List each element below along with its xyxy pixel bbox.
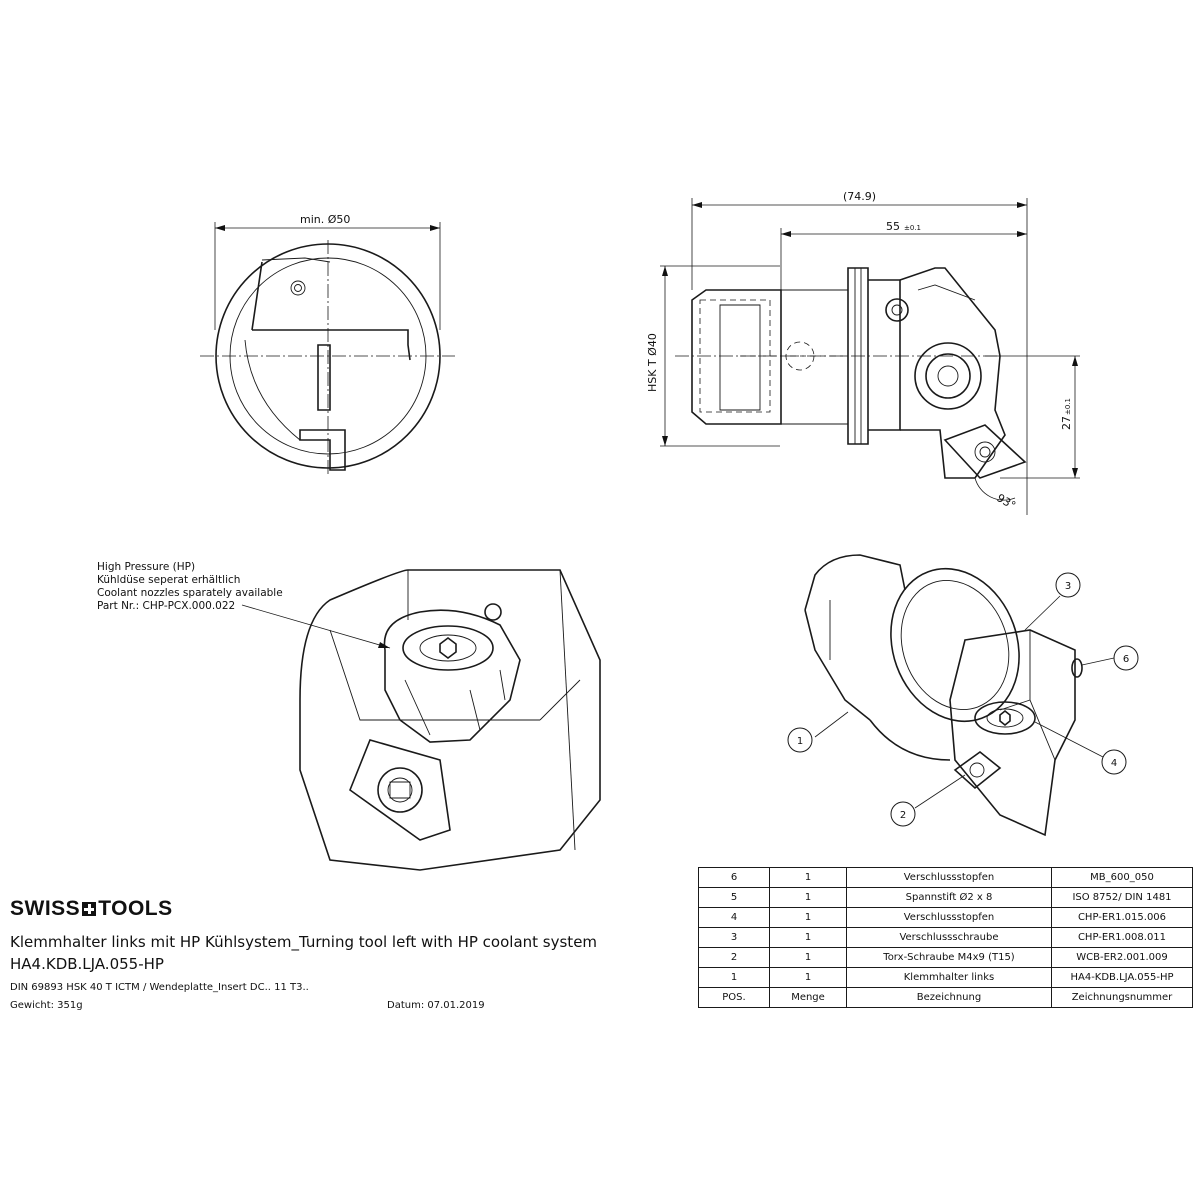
brand-right: TOOLS bbox=[98, 897, 173, 920]
article-number: HA4.KDB.LJA.055-HP bbox=[10, 955, 164, 973]
header-number: Zeichnungsnummer bbox=[1051, 987, 1193, 1008]
balloon-6: 6 bbox=[1123, 654, 1129, 665]
qty-cell: 1 bbox=[769, 927, 847, 948]
annotation-line1: High Pressure (HP) bbox=[97, 561, 195, 573]
balloon-3: 3 bbox=[1065, 581, 1071, 592]
pos-cell: 5 bbox=[698, 887, 770, 908]
name-cell: Verschlussstopfen bbox=[846, 867, 1052, 888]
table-row: 3 1 Verschlussschraube CHP-ER1.008.011 bbox=[698, 927, 1193, 948]
annotation-line2: Kühldüse seperat erhältlich bbox=[97, 574, 240, 586]
side-view: (74.9) 55 ±0.1 HSK T Ø40 27 ±0.1 bbox=[646, 190, 1080, 515]
table-row: 6 1 Verschlussstopfen MB_600_050 bbox=[698, 867, 1193, 888]
detail-view: High Pressure (HP) Kühldüse seperat erhä… bbox=[97, 561, 601, 871]
annotation-line3: Coolant nozzles sparately available bbox=[97, 587, 283, 599]
name-cell: Verschlussschraube bbox=[846, 927, 1052, 948]
name-cell: Torx-Schraube M4x9 (T15) bbox=[846, 947, 1052, 968]
weight: Gewicht: 351g bbox=[10, 1000, 83, 1011]
brand-left: SWISS bbox=[10, 897, 81, 920]
dim-length-total: (74.9) bbox=[843, 190, 876, 203]
header-name: Bezeichnung bbox=[846, 987, 1052, 1008]
dim-length-55: 55 bbox=[886, 220, 900, 233]
header-qty: Menge bbox=[769, 987, 847, 1008]
date: Datum: 07.01.2019 bbox=[387, 1000, 485, 1011]
balloon-2: 2 bbox=[900, 810, 906, 821]
table-row: 4 1 Verschlussstopfen CHP-ER1.015.006 bbox=[698, 907, 1193, 928]
brand-logo: SWISS TOOLS bbox=[10, 897, 173, 921]
qty-cell: 1 bbox=[769, 967, 847, 988]
table-row: 1 1 Klemmhalter links HA4-KDB.LJA.055-HP bbox=[698, 967, 1193, 988]
name-cell: Klemmhalter links bbox=[846, 967, 1052, 988]
dim-offset-27-tol: ±0.1 bbox=[1064, 398, 1072, 415]
dim-hsk: HSK T Ø40 bbox=[646, 333, 659, 392]
spec-line: DIN 69893 HSK 40 T ICTM / Wendeplatte_In… bbox=[10, 982, 309, 993]
drawing-title: Klemmhalter links mit HP Kühlsystem_Turn… bbox=[10, 933, 598, 951]
number-cell: MB_600_050 bbox=[1051, 867, 1193, 888]
isometric-view: 1 2 3 4 6 bbox=[787, 554, 1139, 837]
number-cell: CHP-ER1.008.011 bbox=[1051, 927, 1193, 948]
dim-angle: 93° bbox=[995, 491, 1018, 512]
qty-cell: 1 bbox=[769, 947, 847, 968]
table-row: 2 1 Torx-Schraube M4x9 (T15) WCB-ER2.001… bbox=[698, 947, 1193, 968]
qty-cell: 1 bbox=[769, 887, 847, 908]
annotation-line4: Part Nr.: CHP-PCX.000.022 bbox=[97, 600, 235, 612]
header-pos: POS. bbox=[698, 987, 770, 1008]
pos-cell: 4 bbox=[698, 907, 770, 928]
name-cell: Verschlussstopfen bbox=[846, 907, 1052, 928]
pos-cell: 1 bbox=[698, 967, 770, 988]
front-view: min. Ø50 bbox=[200, 213, 455, 475]
dim-length-55-tol: ±0.1 bbox=[904, 224, 921, 232]
table-header-row: POS. Menge Bezeichnung Zeichnungsnummer bbox=[698, 987, 1193, 1008]
qty-cell: 1 bbox=[769, 867, 847, 888]
qty-cell: 1 bbox=[769, 907, 847, 928]
balloon-4: 4 bbox=[1111, 758, 1117, 769]
number-cell: ISO 8752/ DIN 1481 bbox=[1051, 887, 1193, 908]
swiss-cross-icon bbox=[82, 902, 97, 916]
number-cell: CHP-ER1.015.006 bbox=[1051, 907, 1193, 928]
table-row: 5 1 Spannstift Ø2 x 8 ISO 8752/ DIN 1481 bbox=[698, 887, 1193, 908]
dim-offset-27: 27 bbox=[1060, 416, 1073, 430]
balloon-1: 1 bbox=[797, 736, 803, 747]
name-cell: Spannstift Ø2 x 8 bbox=[846, 887, 1052, 908]
parts-list-table: 6 1 Verschlussstopfen MB_600_050 5 1 Spa… bbox=[698, 867, 1193, 1008]
dim-min-diameter: min. Ø50 bbox=[300, 213, 350, 226]
pos-cell: 3 bbox=[698, 927, 770, 948]
pos-cell: 2 bbox=[698, 947, 770, 968]
pos-cell: 6 bbox=[698, 867, 770, 888]
number-cell: WCB-ER2.001.009 bbox=[1051, 947, 1193, 968]
number-cell: HA4-KDB.LJA.055-HP bbox=[1051, 967, 1193, 988]
